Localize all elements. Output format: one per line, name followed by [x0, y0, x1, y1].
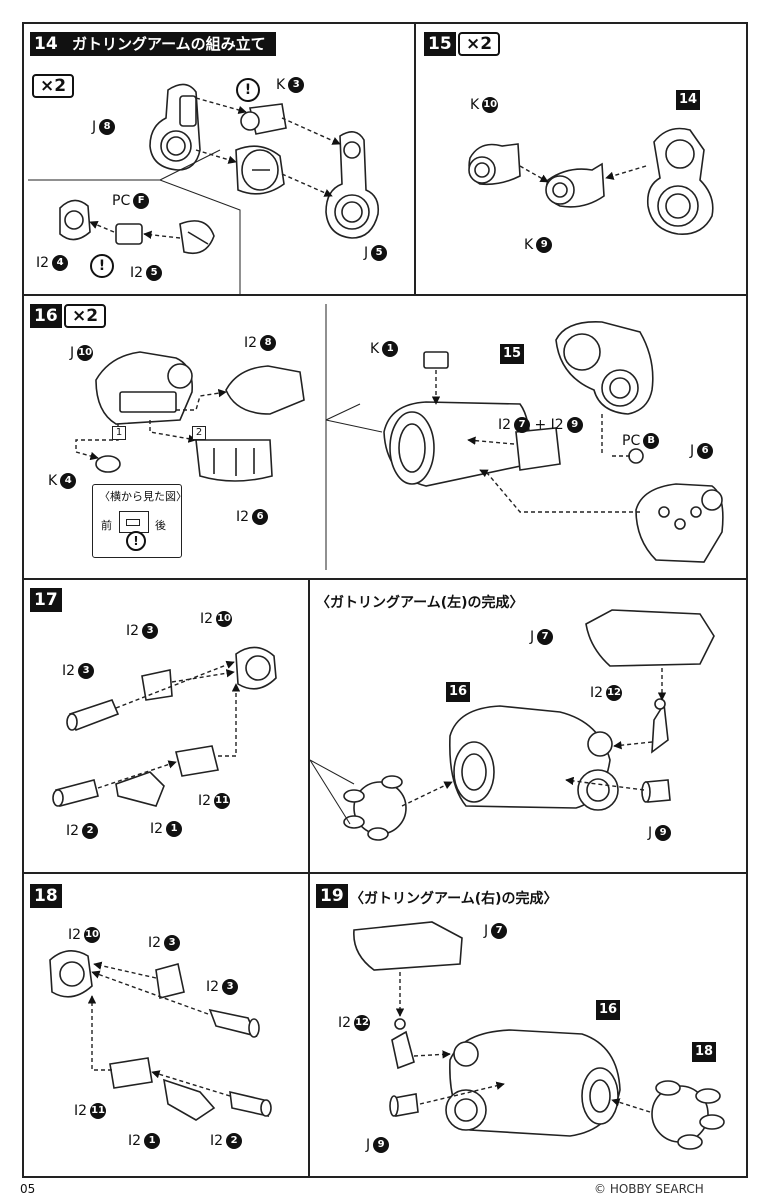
order-2: 2 [192, 426, 206, 440]
part-17-i2-3b [141, 669, 173, 701]
part-19-i2-12 [391, 1030, 415, 1070]
part-18-i2-1 [162, 1078, 216, 1121]
watermark: © HOBBY SEARCH [594, 1182, 704, 1196]
part-lc-j7 [585, 609, 715, 667]
part-18-i2-3a [155, 963, 185, 999]
left-complete-heading: 〈ガトリングアーム(左)の完成〉 [316, 595, 524, 611]
part-step15-assembly [555, 321, 654, 415]
order-1: 1 [112, 426, 126, 440]
part-18-i2-11 [109, 1057, 153, 1089]
step-19-ref-step-18: 18 [692, 1042, 717, 1062]
caution-icon: ! [90, 254, 114, 278]
page-number: 05 [20, 1182, 36, 1196]
step-16-number: 16 [30, 304, 62, 328]
step-17-number: 17 [30, 588, 62, 612]
step-14-title: ガトリングアームの組み立て [62, 32, 276, 56]
caution-icon: ! [236, 78, 260, 102]
part-pc-b [628, 448, 644, 464]
part-17-i2-11 [175, 745, 219, 777]
step-16-ref-step: 15 [500, 344, 525, 364]
part-k1 [423, 351, 449, 369]
part-k4 [95, 455, 121, 473]
part-i2-8 [225, 365, 305, 415]
step-19-number: 19 [316, 884, 348, 908]
side-view-back: 後 [155, 519, 166, 532]
step-15-multiplier: ×2 [458, 32, 501, 56]
part-i2-6 [195, 439, 273, 482]
step-18-number: 18 [30, 884, 62, 908]
part-pc-f [115, 223, 143, 245]
part-lc-gatling-tip [343, 775, 407, 841]
step-15-number: 15 [424, 32, 456, 56]
side-view-title: 〈横から見た図〉 [99, 490, 187, 503]
side-view-front: 前 [101, 519, 112, 532]
part-19-j7 [353, 921, 463, 971]
right-complete-heading: 〈ガトリングアーム(右)の完成〉 [350, 891, 558, 907]
step-14-number: 14 [30, 32, 62, 56]
part-i2-79 [515, 427, 561, 471]
part-17-i2-1 [115, 771, 165, 807]
step-14-multiplier: ×2 [32, 74, 75, 98]
step-19-ref-step-16: 16 [596, 1000, 621, 1020]
panel-step-19 [308, 872, 748, 1178]
part-19-gatling-tip [651, 1080, 725, 1150]
left-complete-ref-step: 16 [446, 682, 471, 702]
side-view-slot [126, 519, 140, 526]
step-15-ref-step: 14 [676, 90, 701, 110]
side-view-box: 〈横から見た図〉 前 後 ! [92, 484, 187, 558]
step-16-multiplier: ×2 [64, 304, 107, 328]
caution-icon: ! [126, 531, 146, 551]
part-lc-i2-12 [651, 701, 669, 754]
